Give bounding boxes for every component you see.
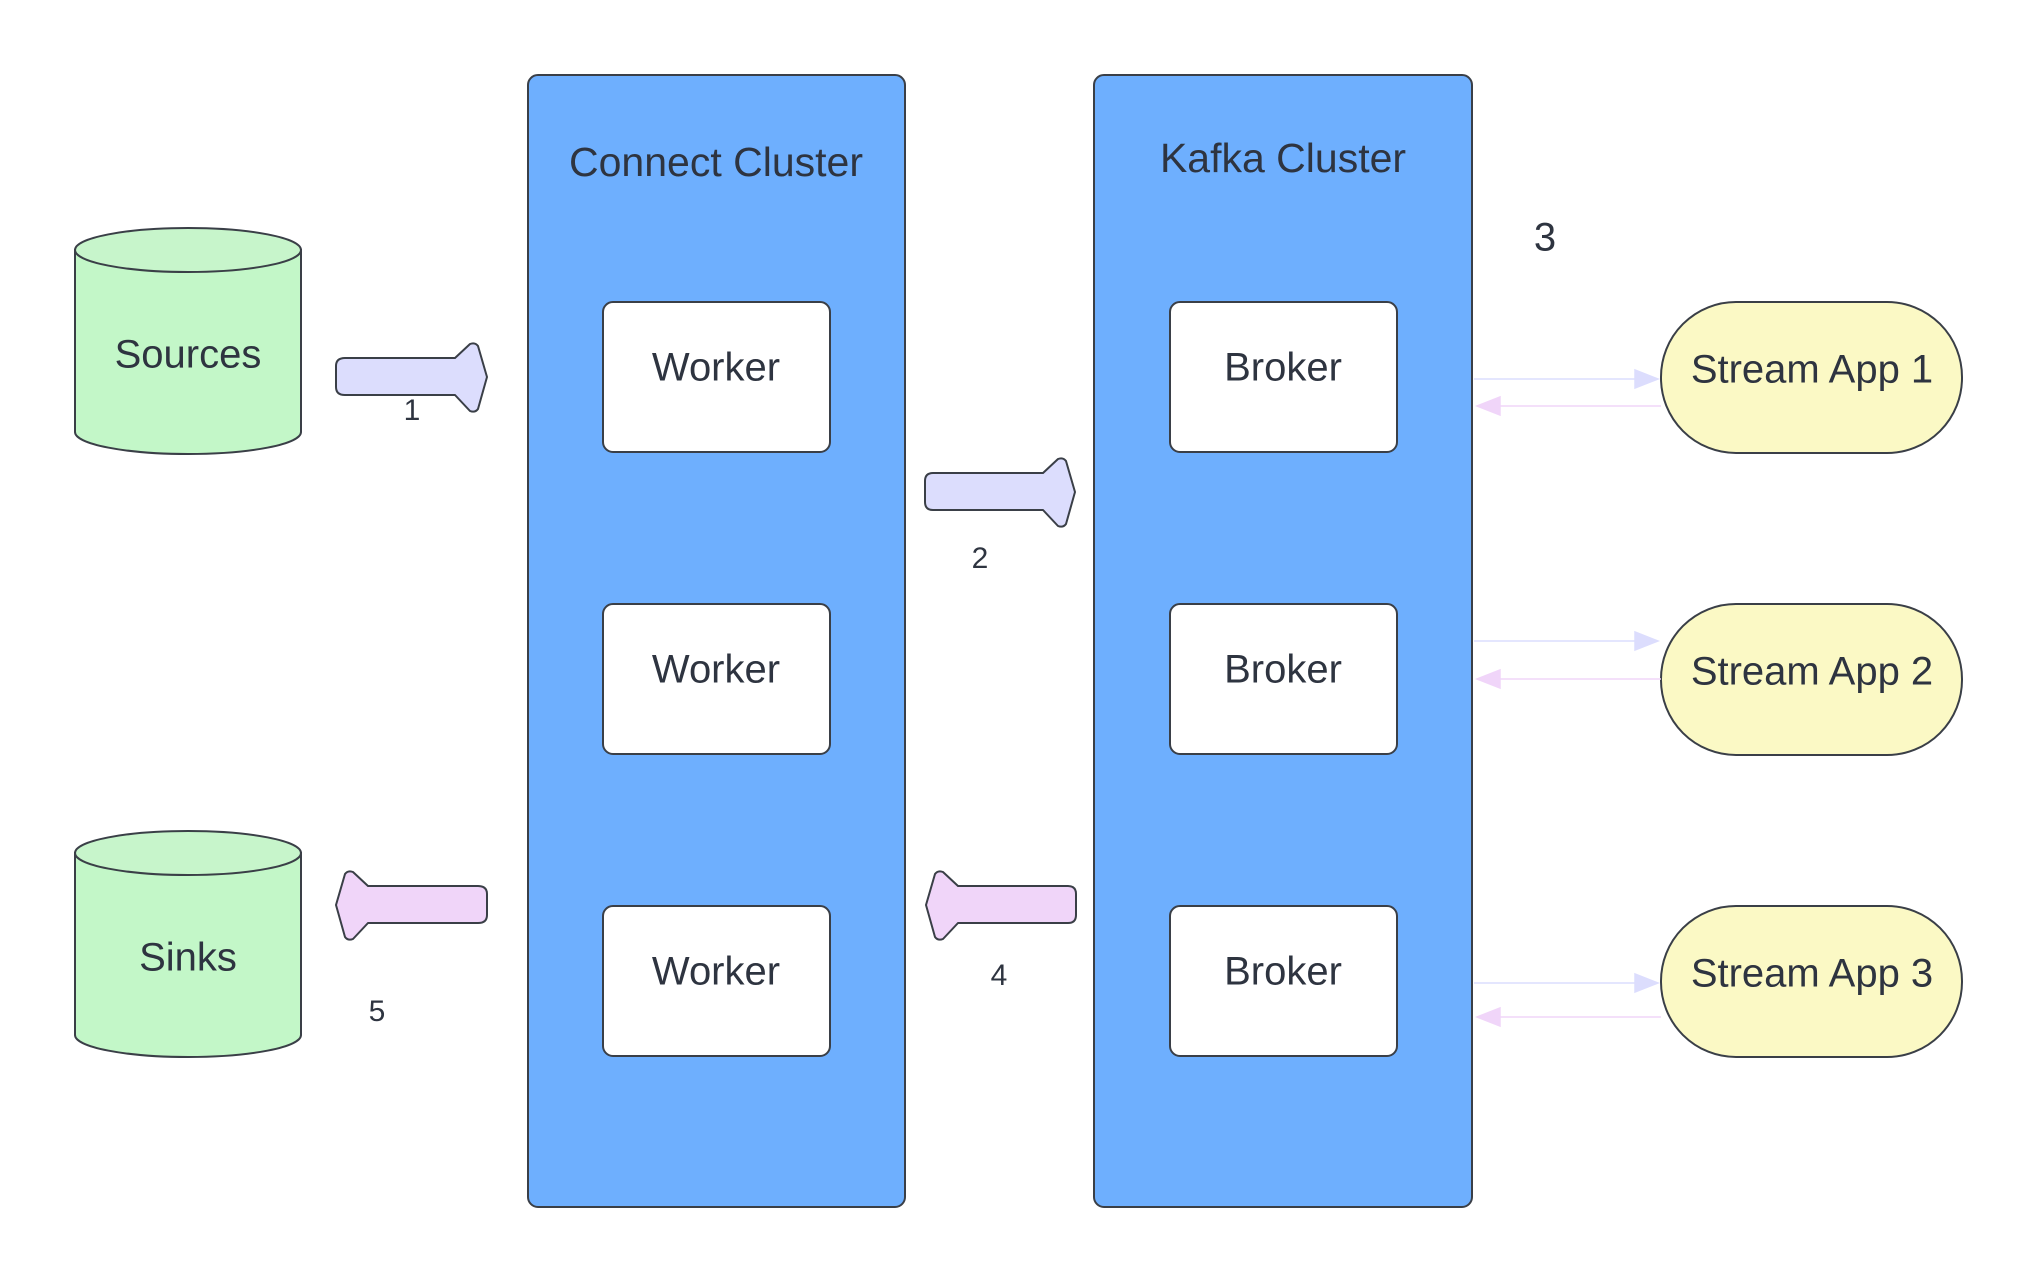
stream-app[interactable]: Stream App 3: [1660, 905, 1963, 1058]
arrow-right-connect-to-kafka: [924, 457, 1076, 528]
worker-label: Worker: [652, 648, 780, 692]
worker-label: Worker: [652, 346, 780, 390]
kafka-cluster[interactable]: Kafka Cluster Broker Broker Broker: [1093, 74, 1473, 1208]
stream-app-connectors: [1474, 368, 1661, 1028]
sources-cylinder-body: [74, 249, 302, 455]
sources-label: Sources: [115, 333, 262, 377]
broker-box[interactable]: Broker: [1169, 905, 1398, 1057]
stream-app[interactable]: Stream App 2: [1660, 603, 1963, 756]
arrow-left-connect-to-sinks: [335, 870, 488, 941]
stream-app-label: Stream App 3: [1691, 952, 1933, 996]
step-number: 4: [991, 959, 1008, 992]
sinks-storage[interactable]: Sinks: [74, 830, 302, 1058]
connector-to-stream-app-1: [1474, 368, 1661, 390]
broker-label: Broker: [1224, 950, 1342, 994]
broker-box[interactable]: Broker: [1169, 603, 1398, 755]
step-number: 2: [972, 542, 989, 575]
stream-app-label: Stream App 2: [1691, 650, 1933, 694]
worker-box[interactable]: Worker: [602, 301, 831, 453]
worker-box[interactable]: Worker: [602, 603, 831, 755]
kafka-cluster-title: Kafka Cluster: [1160, 135, 1406, 181]
connect-cluster[interactable]: Connect Cluster Worker Worker Worker: [527, 74, 906, 1208]
connector-from-stream-app-2: [1474, 668, 1661, 690]
arrow-right-sources-to-connect: [335, 342, 488, 413]
sinks-cylinder-body: [74, 852, 302, 1058]
sinks-cylinder-top: [74, 830, 302, 876]
connector-from-stream-app-1: [1474, 395, 1661, 417]
connector-to-stream-app-2: [1474, 630, 1661, 652]
step-number: 5: [369, 995, 386, 1028]
connector-from-stream-app-3: [1474, 1006, 1661, 1028]
worker-box[interactable]: Worker: [602, 905, 831, 1057]
broker-box[interactable]: Broker: [1169, 301, 1398, 453]
broker-label: Broker: [1224, 648, 1342, 692]
stream-app[interactable]: Stream App 1: [1660, 301, 1963, 454]
step-number: 3: [1534, 216, 1556, 260]
broker-label: Broker: [1224, 346, 1342, 390]
connector-to-stream-app-3: [1474, 972, 1661, 994]
worker-label: Worker: [652, 950, 780, 994]
sinks-label: Sinks: [139, 936, 237, 980]
connect-cluster-title: Connect Cluster: [569, 139, 863, 185]
stream-app-label: Stream App 1: [1691, 348, 1933, 392]
step-number: 1: [404, 394, 421, 427]
sources-cylinder-top: [74, 227, 302, 273]
arrow-left-kafka-to-connect: [925, 870, 1077, 941]
sources-storage[interactable]: Sources: [74, 227, 302, 455]
